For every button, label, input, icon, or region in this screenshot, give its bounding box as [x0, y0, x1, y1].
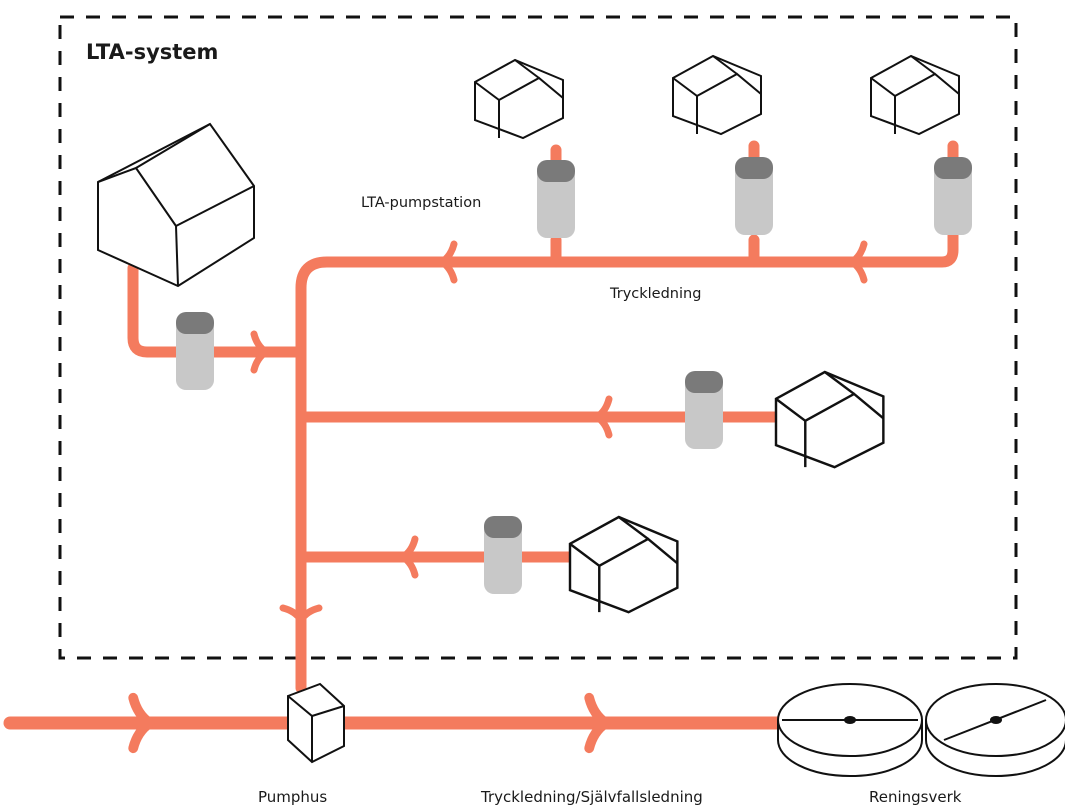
pump-tank-icon: [484, 516, 522, 594]
pump-tank-icon: [735, 157, 773, 235]
label-treatment-plant: Reningsverk: [869, 788, 962, 806]
pump-house-icon: [287, 682, 345, 764]
house-icon: [97, 122, 255, 288]
house-icon: [568, 515, 679, 614]
label-pump-station: LTA-pumpstation: [361, 195, 481, 211]
system-border: [58, 15, 1018, 660]
pump-tank-icon: [685, 371, 723, 449]
house-icon: [474, 59, 564, 139]
treatment-basin-icon: [777, 683, 923, 777]
house-icon: [672, 55, 762, 135]
pump-tank-icon: [537, 160, 575, 238]
house-icon: [774, 370, 885, 469]
flow-arrows: [133, 244, 864, 748]
house-icon: [870, 55, 960, 135]
pump-tank-icon: [934, 157, 972, 235]
system-title: LTA-system: [86, 40, 218, 64]
label-pressure-line: Tryckledning: [609, 286, 701, 302]
label-pump-house: Pumphus: [258, 788, 327, 806]
treatment-basin-icon: [925, 683, 1065, 777]
pump-tank-icon: [176, 312, 214, 390]
label-outlet-line: Tryckledning/Självfallsledning: [480, 788, 703, 806]
